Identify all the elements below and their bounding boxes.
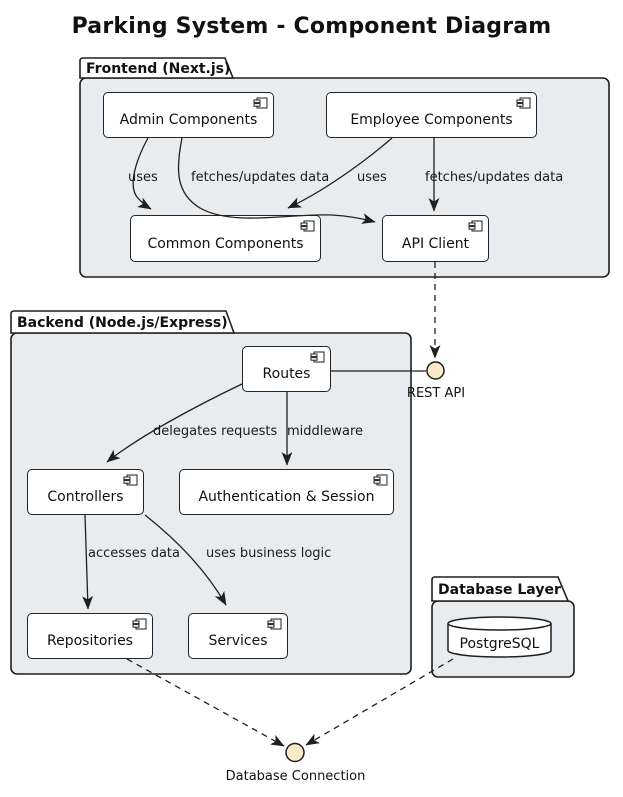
- database-package-label: Database Layer: [438, 582, 561, 598]
- component-employee-label: Employee Components: [350, 112, 513, 128]
- rest-api-label: REST API: [406, 386, 466, 401]
- edge-repositories-db-connection-dashed: [126, 658, 285, 747]
- component-icon: [373, 474, 388, 486]
- backend-package-label: Backend (Node.js/Express): [17, 315, 228, 331]
- component-repositories: Repositories: [27, 613, 153, 659]
- frontend-package-label: Frontend (Next.js): [86, 61, 231, 77]
- component-common-label: Common Components: [147, 235, 304, 252]
- edge-label-employee-fetches: fetches/updates data: [425, 170, 564, 185]
- edge-controllers-accesses-repositories: [82, 514, 94, 610]
- component-routes: Routes: [242, 346, 331, 392]
- component-repositories-label: Repositories: [47, 633, 133, 649]
- component-icon: [468, 220, 483, 232]
- edge-label-admin-fetches: fetches/updates data: [191, 170, 330, 185]
- edge-label-admin-uses: uses: [128, 170, 158, 185]
- component-services: Services: [188, 613, 288, 659]
- edge-label-middleware: middleware: [287, 424, 364, 439]
- component-admin-label: Admin Components: [119, 112, 258, 128]
- database-connection-label: Database Connection: [225, 769, 366, 784]
- rest-api-interface-circle: [426, 361, 445, 380]
- component-icon: [310, 351, 325, 363]
- component-employee: Employee Components: [326, 92, 537, 138]
- component-common: Common Components: [130, 215, 321, 262]
- component-icon: [132, 618, 147, 630]
- edge-label-accesses-data: accesses data: [88, 546, 180, 561]
- edge-label-uses-business-logic: uses business logic: [206, 546, 332, 561]
- edge-routes-delegates-controllers: [106, 383, 243, 463]
- component-icon: [516, 97, 531, 109]
- component-auth-session: Authentication & Session: [179, 469, 394, 515]
- page-title: Parking System - Component Diagram: [71, 14, 552, 39]
- postgresql-cylinder-top: [447, 616, 552, 631]
- postgresql-label: PostgreSQL: [459, 636, 540, 652]
- component-api-client: API Client: [382, 215, 489, 262]
- edge-postgresql-db-connection-dashed: [305, 658, 454, 746]
- component-controllers-label: Controllers: [47, 489, 124, 505]
- component-controllers: Controllers: [27, 469, 144, 515]
- component-icon: [253, 97, 268, 109]
- component-routes-label: Routes: [262, 366, 311, 382]
- edge-label-delegates-requests: delegates requests: [153, 424, 278, 439]
- component-admin: Admin Components: [103, 92, 274, 138]
- component-services-label: Services: [208, 633, 268, 649]
- component-api-client-label: API Client: [401, 235, 470, 252]
- component-icon: [123, 474, 138, 486]
- edge-label-employee-uses: uses: [357, 170, 387, 185]
- component-auth-session-label: Authentication & Session: [198, 489, 375, 505]
- database-connection-interface-circle: [285, 742, 305, 763]
- component-icon: [267, 618, 282, 630]
- component-icon: [300, 220, 315, 232]
